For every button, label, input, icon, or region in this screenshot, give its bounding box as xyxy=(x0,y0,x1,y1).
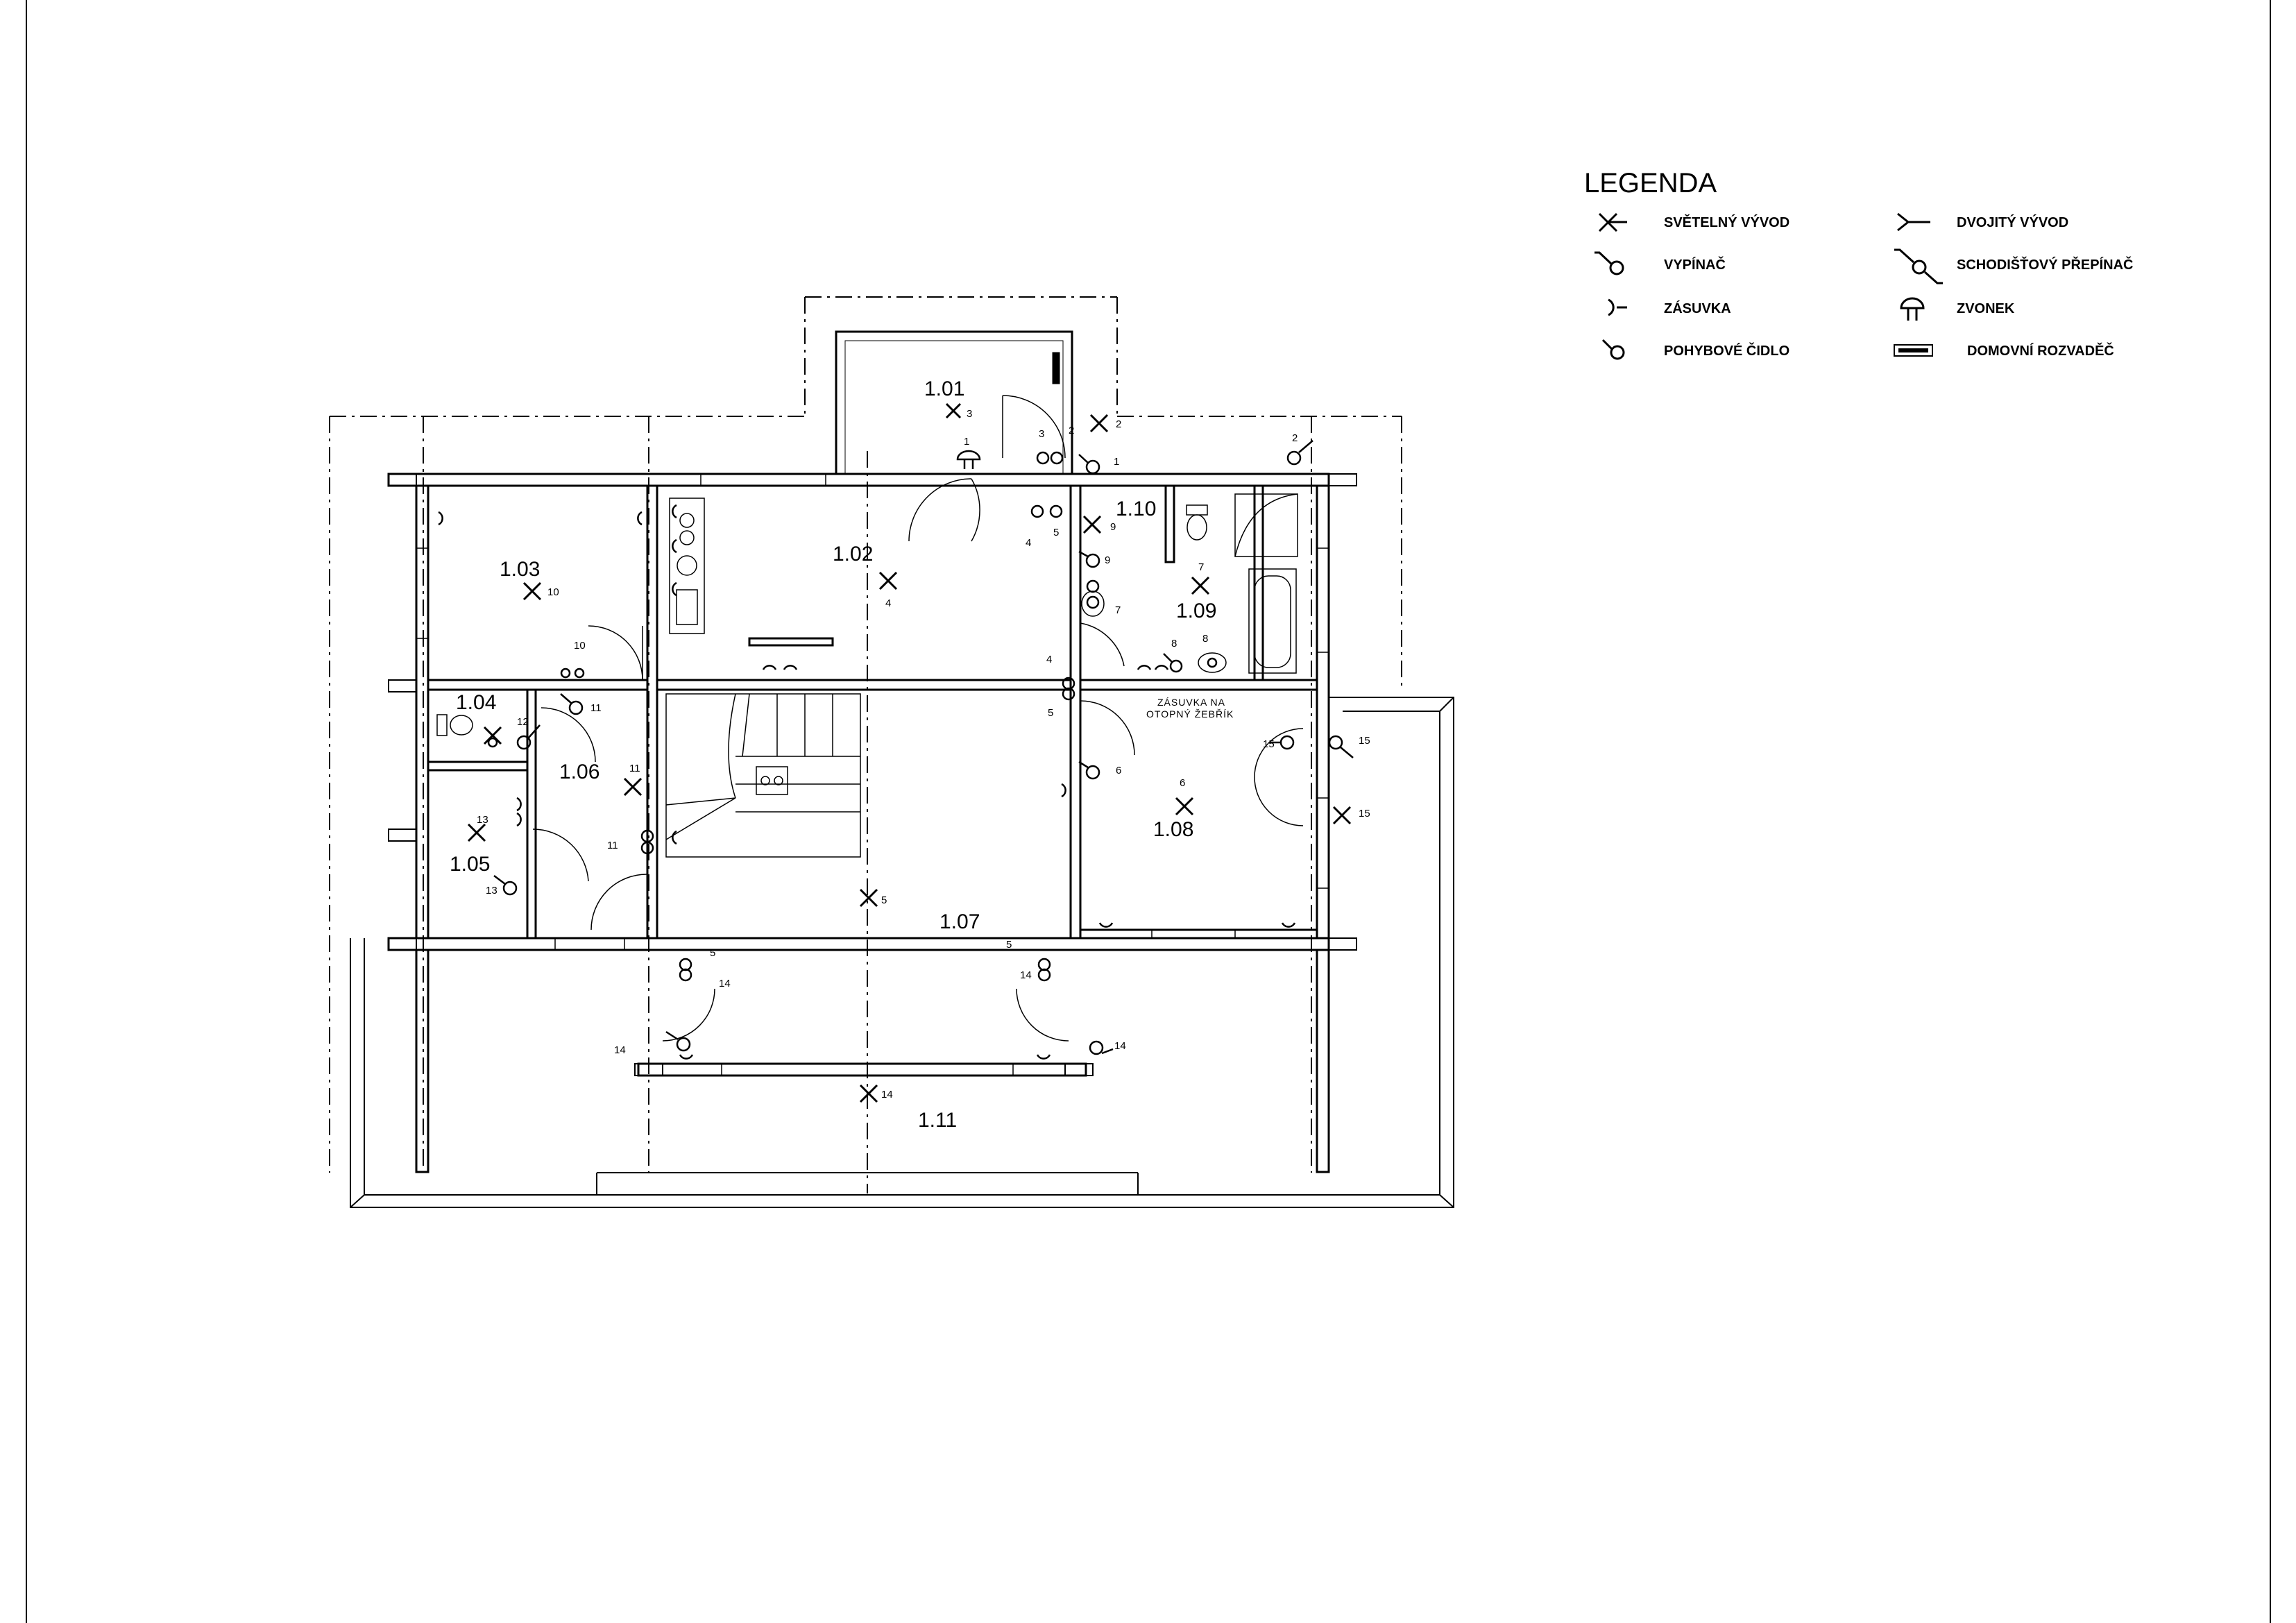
room-labels: 1.01 1.02 1.03 1.04 1.05 1.06 1.07 1.08 … xyxy=(450,377,1216,1132)
legend: LEGENDA SVĚTELNÝ VÝVOD VYPÍNAČ ZÁSUVKA P… xyxy=(1584,168,2133,360)
circuit-number: 11 xyxy=(607,840,618,851)
radiator-socket-note: ZÁSUVKA NA OTOPNÝ ŽEBŘÍK xyxy=(1146,697,1234,720)
circuit-number: 7 xyxy=(1198,561,1204,573)
circuit-number: 8 xyxy=(1202,633,1208,645)
circuit-number: 13 xyxy=(477,814,488,826)
room-label: 1.03 xyxy=(500,558,540,581)
circuit-number: 14 xyxy=(881,1089,893,1101)
room-label: 1.04 xyxy=(456,691,496,714)
room-label: 1.01 xyxy=(924,377,964,400)
room-label: 1.09 xyxy=(1176,600,1216,622)
svg-text:OTOPNÝ ŽEBŘÍK: OTOPNÝ ŽEBŘÍK xyxy=(1146,708,1234,720)
legend-label-bell: ZVONEK xyxy=(1957,301,2015,316)
socket-icon xyxy=(438,504,1296,1060)
circuit-numbers: 1 1 2 2 2 3 3 4 4 4 5 5 5 5 5 6 6 7 7 8 … xyxy=(477,408,1370,1101)
circuit-number: 15 xyxy=(1263,738,1275,750)
bell-icon xyxy=(1900,297,1925,321)
light-outlet-icon xyxy=(467,402,1352,1103)
double-outlet-icon xyxy=(1897,212,1930,232)
circuit-number: 14 xyxy=(719,978,731,989)
legend-label-double: DVOJITÝ VÝVOD xyxy=(1957,214,2068,230)
room-label: 1.10 xyxy=(1116,498,1156,520)
switch-icon xyxy=(1595,251,1624,275)
circuit-number: 8 xyxy=(1171,638,1177,649)
circuit-number: 5 xyxy=(710,947,715,959)
legend-title: LEGENDA xyxy=(1584,168,1717,198)
circuit-number: 6 xyxy=(1116,765,1121,776)
circuit-number: 15 xyxy=(1359,808,1370,819)
circuit-number: 11 xyxy=(590,702,602,714)
legend-label-socket: ZÁSUVKA xyxy=(1664,300,1731,316)
legend-label-light: SVĚTELNÝ VÝVOD xyxy=(1664,214,1789,230)
circuit-number: 2 xyxy=(1116,418,1121,430)
circuit-number: 5 xyxy=(1048,707,1053,719)
circuit-number: 2 xyxy=(1069,425,1074,436)
circuit-number: 5 xyxy=(1053,527,1059,538)
circuit-number: 1 xyxy=(1114,456,1119,468)
legend-label-motion: POHYBOVÉ ČIDLO xyxy=(1664,342,1789,359)
circuit-number: 3 xyxy=(1039,428,1044,440)
circuit-number: 10 xyxy=(574,640,586,652)
socket-icon xyxy=(1608,298,1627,316)
circuit-number: 6 xyxy=(1180,777,1185,789)
room-label: 1.08 xyxy=(1153,818,1193,841)
circuit-number: 9 xyxy=(1110,521,1116,533)
switch-icon xyxy=(487,440,1354,1055)
circuit-number: 4 xyxy=(1026,537,1031,549)
circuit-number: 4 xyxy=(885,597,891,609)
room-label: 1.11 xyxy=(918,1109,957,1132)
motion-sensor-icon xyxy=(1601,339,1625,360)
circuit-number: 9 xyxy=(1105,554,1110,566)
legend-label-switch: VYPÍNAČ xyxy=(1664,256,1726,273)
bell-icon xyxy=(956,450,981,469)
plan-electrical-symbols xyxy=(438,402,1354,1103)
circuit-number: 13 xyxy=(486,885,498,897)
circuit-number: 14 xyxy=(614,1044,626,1056)
svg-text:ZÁSUVKA NA: ZÁSUVKA NA xyxy=(1157,697,1225,708)
legend-label-board: DOMOVNÍ ROZVADĚČ xyxy=(1967,342,2114,359)
legend-label-stair: SCHODIŠŤOVÝ PŘEPÍNAČ xyxy=(1957,256,2133,273)
plan-walls xyxy=(329,296,1454,1208)
circuit-number: 2 xyxy=(1292,432,1298,444)
circuit-number: 15 xyxy=(1359,735,1370,747)
circuit-number: 4 xyxy=(1046,654,1052,665)
room-label: 1.06 xyxy=(559,760,599,783)
distribution-board-icon xyxy=(1894,344,1933,357)
circuit-number: 14 xyxy=(1020,969,1032,981)
circuit-number: 12 xyxy=(517,716,529,728)
room-label: 1.02 xyxy=(833,543,873,566)
circuit-number: 3 xyxy=(967,408,972,420)
room-label: 1.05 xyxy=(450,853,490,876)
stair-switch-icon xyxy=(1894,248,1943,284)
circuit-number: 14 xyxy=(1114,1040,1126,1052)
circuit-number: 5 xyxy=(1006,939,1012,951)
circuit-number: 7 xyxy=(1115,604,1121,616)
room-label: 1.07 xyxy=(939,910,980,933)
circuit-number: 5 xyxy=(881,894,887,906)
circuit-number: 1 xyxy=(964,436,969,448)
circuit-number: 11 xyxy=(629,763,640,774)
light-outlet-icon xyxy=(1598,212,1627,232)
circuit-number: 10 xyxy=(547,586,559,598)
